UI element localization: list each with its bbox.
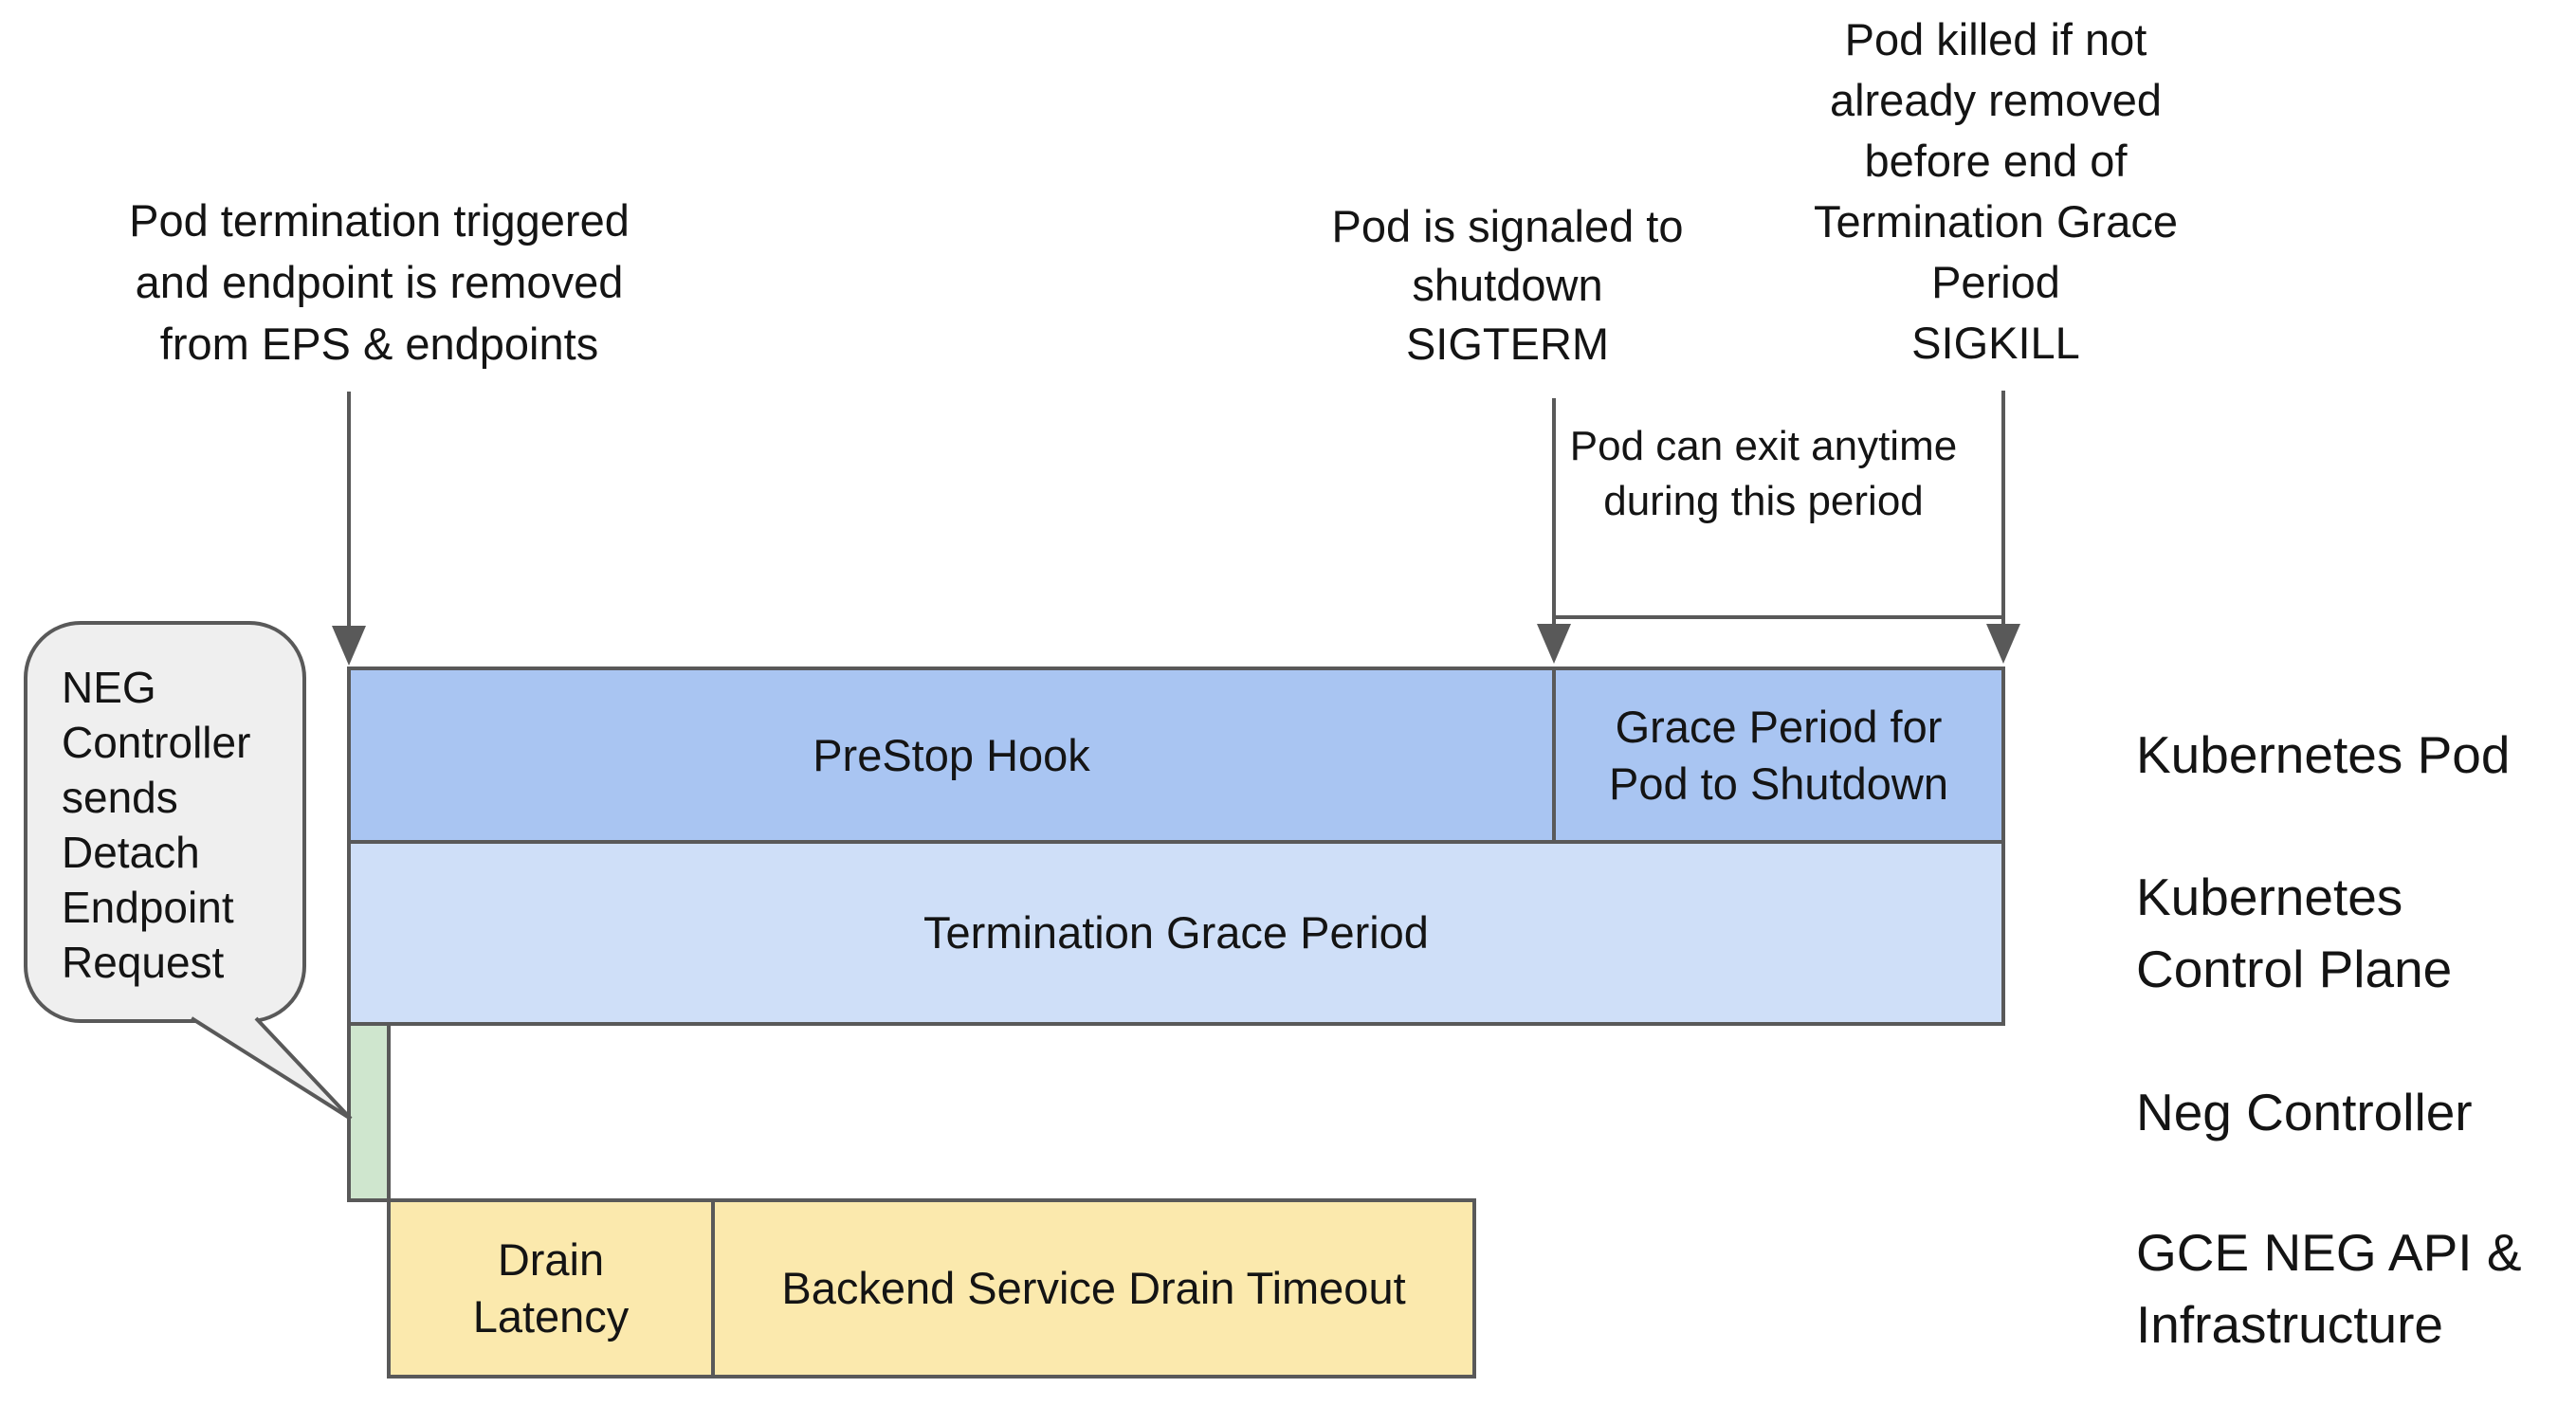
down-arrow-icon: [332, 626, 366, 666]
neg-controller-bubble-text: NEG Controller sends Detach Endpoint Req…: [62, 663, 251, 987]
row-label-gce-neg-api: GCE NEG API & Infrastructure: [2136, 1223, 2522, 1354]
exit-anytime-note: Pod can exit anytime during this period: [1569, 423, 1958, 524]
down-arrow-icon: [1537, 624, 1571, 664]
exit-period-bracket-line: [1556, 615, 2003, 619]
prestop-hook-label: PreStop Hook: [813, 729, 1090, 780]
grace-period-label: Grace Period for Pod to Shutdown: [1609, 701, 1948, 809]
termination-grace-period-label: Termination Grace Period: [923, 907, 1429, 958]
sigterm-arrow-line: [1552, 398, 1556, 629]
neg-detach-bar: [347, 1022, 391, 1202]
row-label-kubernetes-pod: Kubernetes Pod: [2136, 725, 2511, 784]
neg-controller-speech-bubble: [24, 621, 306, 1023]
down-arrow-icon: [1986, 624, 2020, 664]
sigkill-note: Pod killed if not already removed before…: [1814, 14, 2178, 368]
drain-latency-bar: Drain Latency: [387, 1198, 715, 1379]
termination-grace-period-bar: Termination Grace Period: [347, 840, 2005, 1026]
row-label-kubernetes-control-plane: Kubernetes Control Plane: [2136, 867, 2453, 998]
backend-drain-timeout-bar: Backend Service Drain Timeout: [711, 1198, 1476, 1379]
termination-trigger-arrow-line: [347, 392, 351, 629]
backend-drain-timeout-label: Backend Service Drain Timeout: [781, 1263, 1406, 1313]
drain-latency-label: Drain Latency: [472, 1234, 630, 1342]
pod-termination-note: Pod termination triggered and endpoint i…: [129, 195, 630, 369]
grace-period-bar: Grace Period for Pod to Shutdown: [1552, 666, 2005, 844]
sigterm-note: Pod is signaled to shutdown SIGTERM: [1331, 201, 1684, 369]
prestop-hook-bar: PreStop Hook: [347, 666, 1556, 844]
row-label-neg-controller: Neg Controller: [2136, 1083, 2473, 1141]
sigkill-arrow-line: [2001, 391, 2005, 629]
